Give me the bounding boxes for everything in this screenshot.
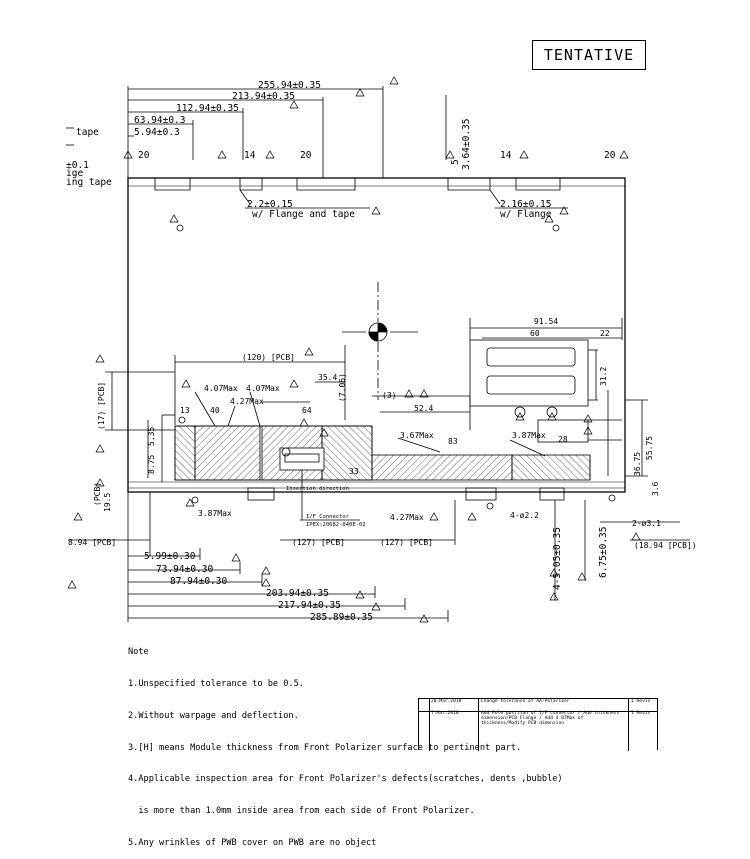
dim-text: 112.94±0.35 — [176, 103, 239, 114]
dim-text: 8.75 — [147, 455, 156, 474]
dim-text: 6.75±0.35 — [598, 527, 609, 578]
dim-text: 217.94±0.35 — [278, 600, 341, 611]
dim-text: 2-ø3.1 — [632, 519, 661, 528]
dim-text: 8.94 [PCB] — [68, 538, 116, 547]
dim-text: 4.27Max — [390, 513, 424, 522]
dim-text: 4.07Max — [246, 384, 280, 393]
dim-text: 33 — [349, 467, 359, 476]
dim-text: 55.75 — [645, 436, 654, 460]
tentative-stamp: TENTATIVE — [532, 40, 646, 70]
dim-text: 52.4 — [414, 404, 433, 413]
dim-text: 3.87Max — [512, 431, 546, 440]
note-line: 5.Any wrinkles of PWB cover on PWB are n… — [128, 837, 377, 848]
dim-text: 14 — [244, 150, 256, 161]
dim-text: 3.6 — [651, 481, 660, 496]
note-line: 1.Unspecified tolerance to be 0.5. — [128, 678, 304, 689]
dim-text: 3.87Max — [198, 509, 232, 518]
connector-direction: Insertion direction — [286, 486, 349, 492]
dim-text: 28 — [558, 435, 568, 444]
dim-text: 19.5 — [103, 493, 112, 512]
revision-note: 1 Revis — [631, 711, 651, 716]
dim-text: 83 — [448, 437, 458, 446]
dim-text: 35.4 — [318, 373, 337, 382]
dim-text: 91.54 — [534, 317, 558, 326]
dim-text: 31.2 — [599, 367, 608, 386]
revision-text: Add Pole position of I/F connector / Add… — [479, 711, 629, 751]
dim-text: tape — [76, 127, 99, 138]
dim-text: 63.94±0.3 — [134, 115, 185, 126]
dim-text: (7.06) — [338, 373, 347, 402]
dim-text: (17) [PCB] — [97, 382, 106, 430]
dim-text: 73.94±0.30 — [156, 564, 213, 575]
dim-text: ±0.1 — [66, 160, 89, 171]
dim-text: 4.07Max — [204, 384, 238, 393]
dim-text: ing tape — [66, 177, 112, 188]
dim-text: 255.94±0.35 — [258, 80, 321, 91]
dim-text: (120) [PCB] — [242, 353, 295, 362]
dim-text: ige — [66, 168, 83, 179]
note-line: 4.Applicable inspection area for Front P… — [128, 774, 563, 785]
delta-marks — [67, 76, 641, 623]
connector-title: I/F Connector — [306, 514, 350, 520]
revision-date: 7.Mar.2018 — [429, 711, 479, 751]
revision-date: 20.Mar.2018 — [429, 699, 479, 711]
dim-text: 40 — [210, 406, 220, 415]
note-line: is more than 1.0mm inside area from each… — [128, 806, 475, 817]
dim-text: (3) — [382, 391, 396, 400]
dim-text: (18.94 [PCB]) — [634, 541, 697, 550]
dim-text: 5.94±0.3 — [134, 127, 180, 138]
dim-text: 203.94±0.35 — [266, 588, 329, 599]
notes-title: Note — [128, 647, 149, 658]
dim-text: 2.2±0.15 — [247, 199, 293, 210]
dim-text: (127) [PCB] — [292, 538, 345, 547]
dim-text: 213.94±0.35 — [232, 91, 295, 102]
dim-text: 13 — [180, 406, 190, 415]
dim-text: (PCB) — [93, 482, 102, 506]
dim-text: 5.99±0.30 — [144, 551, 196, 562]
dim-text: (127) [PCB] — [380, 538, 433, 547]
dim-text: 5.35 — [147, 427, 156, 446]
dim-text: 4-5.05±0.35 — [552, 527, 563, 590]
dim-text: 20 — [604, 150, 616, 161]
dim-text: 22 — [600, 329, 610, 338]
dim-text: 20 — [138, 150, 150, 161]
dim-text: 87.94±0.30 — [170, 576, 227, 587]
dim-text: 5 — [450, 159, 461, 165]
note-line: 3.[H] means Module thickness from Front … — [128, 742, 522, 753]
dim-text: 36.75 — [633, 452, 642, 476]
revision-text: Change tolerance of AA-Polarizer — [479, 699, 629, 711]
dim-text: 20 — [300, 150, 312, 161]
connector-part: IPEX:20682-040E-02 — [306, 522, 366, 528]
dim-text: w/ Flange and tape — [252, 209, 355, 220]
revision-note: 1 Revis — [631, 699, 651, 704]
note-line: 2.Without warpage and deflection. — [128, 710, 299, 721]
revision-table: 20.Mar.2018 Change tolerance of AA-Polar… — [418, 698, 658, 751]
dim-text: 3.64±0.35 — [461, 119, 472, 170]
dim-text: 4-ø2.2 — [510, 511, 539, 520]
dim-text: 60 — [530, 329, 540, 338]
revision-row: 7.Mar.2018 Add Pole position of I/F conn… — [419, 711, 657, 751]
dim-text: 4.27Max — [230, 397, 264, 406]
dim-text: 64 — [302, 406, 312, 415]
dim-text: w/ Flange — [500, 209, 552, 220]
mechanical-drawing: 255.94±0.35 213.94±0.35 112.94±0.35 63.9… — [66, 76, 697, 623]
dim-text: 3.67Max — [400, 431, 434, 440]
revision-row: 20.Mar.2018 Change tolerance of AA-Polar… — [419, 699, 657, 712]
dim-text: 14 — [500, 150, 512, 161]
dim-text: 2.16±0.15 — [500, 199, 551, 210]
dim-text: 285.89±0.35 — [310, 612, 373, 623]
